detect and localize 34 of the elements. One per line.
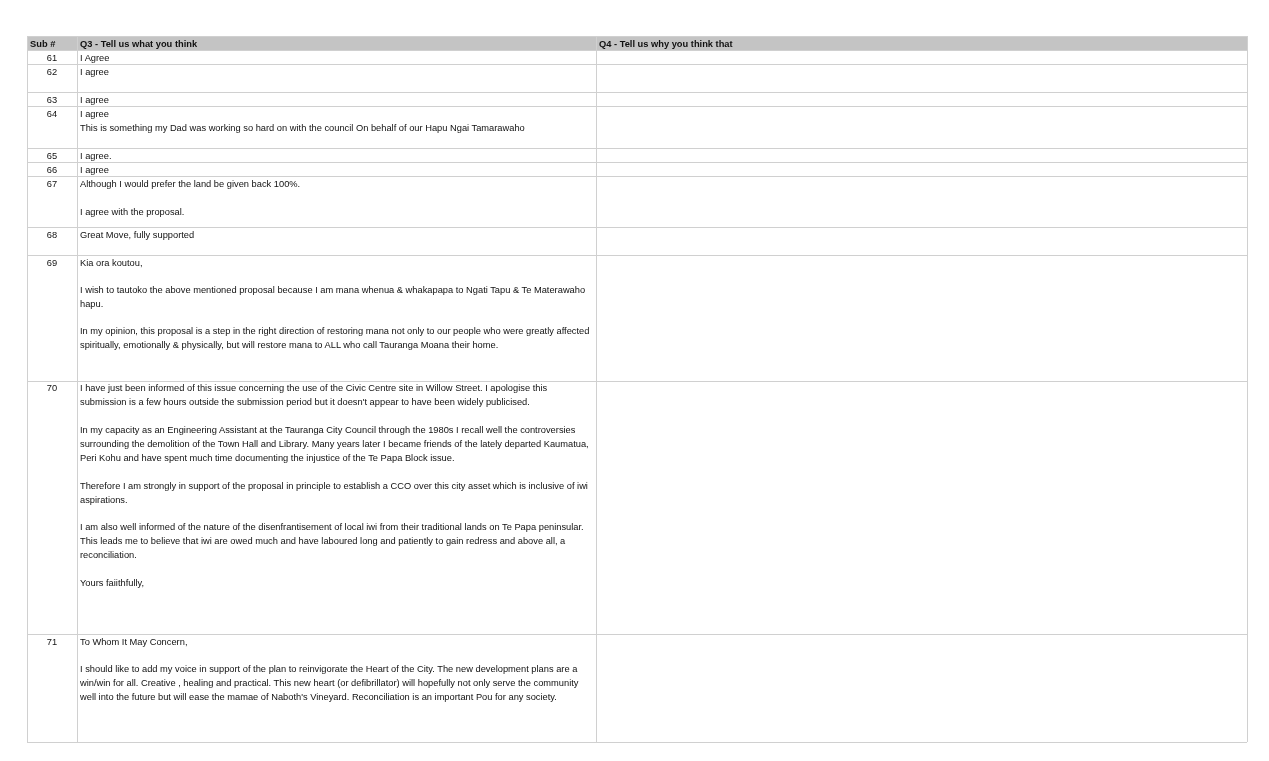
response-text: I am also well informed of the nature of the disenfrantisement of local iwi from their traditional lands on Te Papa peninsular. This leads me to believe that iwi are owed much and have laboured long and patiently to gain redress and above all, a reconciliation. <box>80 521 585 562</box>
response-text: In my opinion, this proposal is a step in the right direction of restoring mana not only to our people who were greatly affected spiritually, emotionally & physically, but will restore mana to ALL who call Tauranga Moana their home. <box>80 325 591 352</box>
response-text: I agree <box>80 66 109 79</box>
row-number: 68 <box>45 229 59 242</box>
response-text: Yours faiithfully, <box>80 577 145 590</box>
row-number: 64 <box>45 108 59 121</box>
row-number: 71 <box>45 636 59 649</box>
response-text: I Agree <box>80 52 110 65</box>
row-number: 65 <box>45 150 59 163</box>
row-number: 66 <box>45 164 59 177</box>
response-text: I agree <box>80 164 109 177</box>
row-number: 62 <box>45 66 59 79</box>
row-number: 63 <box>45 94 59 107</box>
response-text: I should like to add my voice in support of the plan to reinvigorate the Heart of the City. The new development plans are a win/win for all. Creative , healing and practical. This new heart (or defibrillator) will hopefully not only serve the community well into the future but will ease the mamae of Naboth's Vineyard. Reconciliation is an important Pou for any society. <box>80 663 580 704</box>
row-number: 70 <box>45 382 59 395</box>
column-header: Q4 - Tell us why you think that <box>599 38 733 51</box>
response-text: To Whom It May Concern, <box>80 636 188 649</box>
response-text: I agree <box>80 108 109 121</box>
response-text: In my capacity as an Engineering Assistant at the Tauranga City Council through the 1980s I recall well the controversies surrounding the demolition of the Town Hall and Library. Many years later I became friends of the lately departed Kaumatua, Peri Kohu and have spent much time documenting the injustice of the Te Papa Block issue. <box>80 424 590 465</box>
response-text: I agree with the proposal. <box>80 206 185 219</box>
column-header: Q3 - Tell us what you think <box>80 38 198 51</box>
response-text: I agree <box>80 94 109 107</box>
response-text: Therefore I am strongly in support of the proposal in principle to establish a CCO over this city asset which is inclusive of iwi aspirations. <box>80 480 589 507</box>
response-text: I have just been informed of this issue concerning the use of the Civic Centre site in Willow Street. I apologise this submission is a few hours outside the submission period but it doesn't appear to have been widely publicised. <box>80 382 549 409</box>
row-number: 69 <box>45 257 59 270</box>
row-number: 67 <box>45 178 59 191</box>
response-text: I wish to tautoko the above mentioned proposal because I am mana whenua & whakapapa to Ngati Tapu & Te Materawaho hapu. <box>80 284 587 311</box>
row-number: 61 <box>45 52 59 65</box>
response-text: This is something my Dad was working so hard on with the council On behalf of our Hapu Ngai Tamarawaho <box>80 122 525 135</box>
response-text: Great Move, fully supported <box>80 229 195 242</box>
column-header: Sub # <box>30 38 56 51</box>
response-text: I agree. <box>80 150 112 163</box>
response-text: Kia ora koutou, <box>80 257 143 270</box>
response-text: Although I would prefer the land be given back 100%. <box>80 178 301 191</box>
